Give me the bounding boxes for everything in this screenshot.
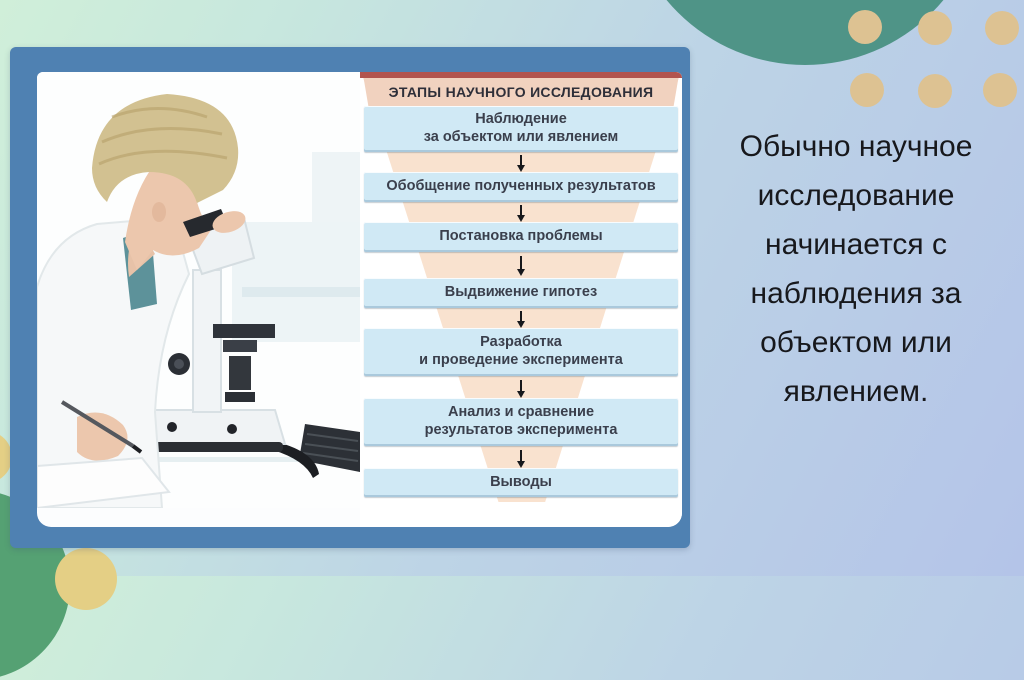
down-arrow-icon — [516, 155, 525, 172]
down-arrow-icon — [516, 380, 525, 398]
caption-line: наблюдения за — [750, 277, 962, 310]
keyboard — [299, 424, 360, 472]
tan-dot — [983, 73, 1017, 107]
tan-dot — [848, 10, 882, 44]
flowchart-step-5: Разработка и проведение эксперимента — [364, 328, 678, 376]
down-arrow-icon — [516, 450, 525, 468]
tan-dot — [985, 11, 1019, 45]
flowchart-step-6: Анализ и сравнение результатов экспериме… — [364, 398, 678, 446]
flowchart-step-1: Наблюдение за объектом или явлением — [364, 106, 678, 152]
scientist-figure — [37, 94, 239, 508]
khaki-circle-bottom — [55, 548, 117, 610]
notes-paper — [37, 456, 171, 508]
caption-line: Обычно научное — [739, 130, 973, 163]
tan-dot — [918, 11, 952, 45]
flowchart: ЭТАПЫ НАУЧНОГО ИССЛЕДОВАНИЯ Наблюдение з… — [360, 72, 682, 527]
caption-line: начинается с — [765, 228, 947, 261]
caption-line: объектом или — [760, 326, 952, 359]
slide-caption: Обычно научное исследование начинается с… — [688, 122, 1024, 416]
caption-line: исследование — [757, 179, 955, 212]
down-arrow-icon — [516, 256, 525, 276]
flowchart-step-3: Постановка проблемы — [364, 222, 678, 252]
panel-inner: ЭТАПЫ НАУЧНОГО ИССЛЕДОВАНИЯ Наблюдение з… — [37, 72, 682, 527]
figure-title: ЭТАПЫ НАУЧНОГО ИССЛЕДОВАНИЯ — [363, 78, 679, 106]
caption-line: явлением. — [783, 375, 929, 408]
flowchart-step-2: Обобщение полученных результатов — [364, 172, 678, 202]
microscope-eyepiece — [183, 209, 246, 237]
content-panel: ЭТАПЫ НАУЧНОГО ИССЛЕДОВАНИЯ Наблюдение з… — [10, 47, 690, 548]
down-arrow-icon — [516, 205, 525, 222]
flowchart-step-7: Выводы — [364, 468, 678, 497]
tan-dot — [918, 74, 952, 108]
figure-red-strip — [360, 72, 682, 78]
lab-background — [37, 152, 360, 462]
flowchart-step-4: Выдвижение гипотез — [364, 278, 678, 308]
tan-dot — [850, 73, 884, 107]
microscope — [143, 216, 319, 478]
down-arrow-icon — [516, 311, 525, 328]
scientist-photo — [37, 72, 360, 508]
